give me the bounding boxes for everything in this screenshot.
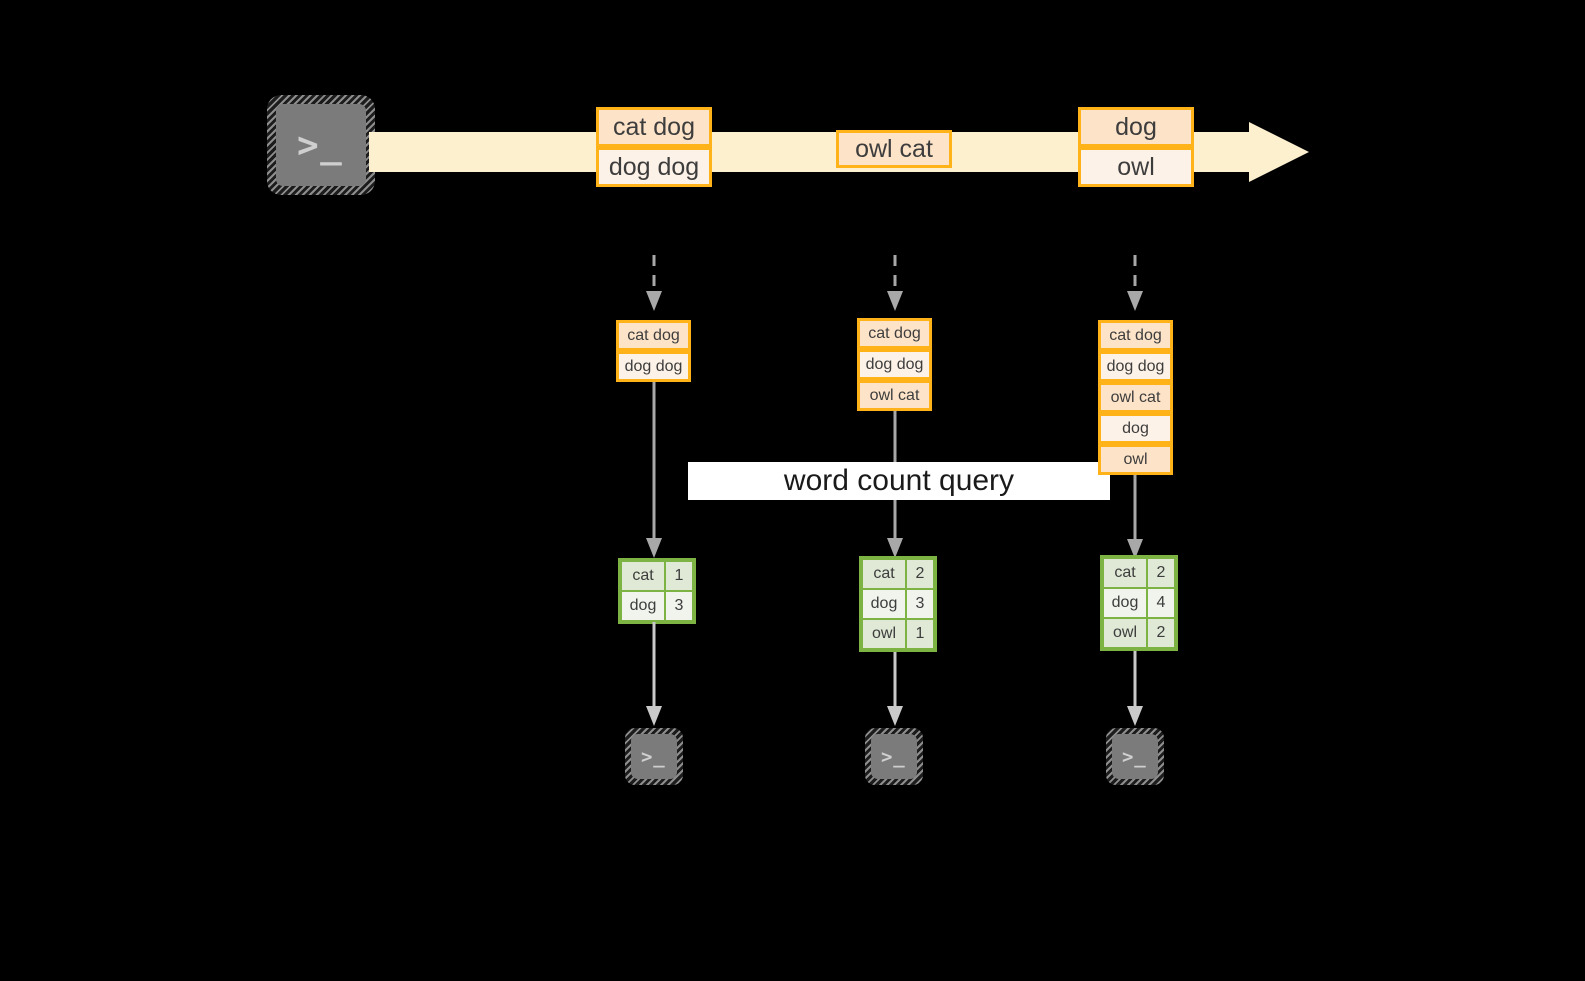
result-count: 1 xyxy=(665,561,693,591)
snapshot-input-row: dog dog xyxy=(857,349,932,380)
terminal-prompt-glyph: >_ xyxy=(297,125,344,166)
result-word: cat xyxy=(621,561,665,591)
snapshot-input-row: dog dog xyxy=(616,351,691,382)
producer-terminal-icon: >_ xyxy=(267,95,375,195)
result-word: owl xyxy=(862,619,906,649)
result-word: cat xyxy=(862,559,906,589)
result-to-consumer-arrow xyxy=(884,652,906,730)
result-count: 2 xyxy=(1147,618,1175,648)
snapshot-input-row: cat dog xyxy=(857,318,932,349)
query-arrow xyxy=(1124,475,1146,563)
result-word: cat xyxy=(1103,558,1147,588)
result-count: 2 xyxy=(1147,558,1175,588)
result-to-consumer-arrow xyxy=(1124,651,1146,730)
terminal-face xyxy=(631,734,677,779)
terminal-face xyxy=(871,734,917,779)
result-count: 4 xyxy=(1147,588,1175,618)
terminal-prompt-glyph: >_ xyxy=(641,746,666,768)
stream-message-line: dog xyxy=(1078,107,1194,147)
stream-message-line: dog dog xyxy=(596,147,712,187)
consumer-terminal-icon: >_ xyxy=(625,728,683,785)
table-row: cat 2 xyxy=(1103,558,1175,588)
snapshot-input-row: cat dog xyxy=(616,320,691,351)
table-row: cat 2 xyxy=(862,559,934,589)
terminal-prompt-glyph: >_ xyxy=(1122,746,1147,768)
stream-message-line: cat dog xyxy=(596,107,712,147)
table-row: owl 2 xyxy=(1103,618,1175,648)
stream-to-snapshot-arrow xyxy=(884,255,906,317)
table-row: dog 3 xyxy=(862,589,934,619)
snapshot-input-row: cat dog xyxy=(1098,320,1173,351)
snapshot-input-row: owl cat xyxy=(1098,382,1173,413)
table-row: cat 1 xyxy=(621,561,693,591)
result-word: owl xyxy=(1103,618,1147,648)
consumer-terminal-icon: >_ xyxy=(1106,728,1164,785)
terminal-face xyxy=(276,104,366,186)
result-word: dog xyxy=(621,591,665,621)
result-table: cat 1 dog 3 xyxy=(618,558,696,624)
snapshot-input-row: owl cat xyxy=(857,380,932,411)
terminal-prompt-glyph: >_ xyxy=(881,746,906,768)
table-row: dog 4 xyxy=(1103,588,1175,618)
table-row: owl 1 xyxy=(862,619,934,649)
result-to-consumer-arrow xyxy=(643,622,665,730)
stream-to-snapshot-arrow xyxy=(1124,255,1146,317)
stream-message-line: owl xyxy=(1078,147,1194,187)
query-banner-label: word count query xyxy=(783,464,1015,497)
result-count: 1 xyxy=(906,619,934,649)
snapshot-input-row: owl xyxy=(1098,444,1173,475)
query-arrow xyxy=(643,382,665,562)
table-row: dog 3 xyxy=(621,591,693,621)
consumer-terminal-icon: >_ xyxy=(865,728,923,785)
snapshot-input-row: dog dog xyxy=(1098,351,1173,382)
result-word: dog xyxy=(1103,588,1147,618)
query-banner: word count query xyxy=(688,462,1110,500)
snapshot-input-row: dog xyxy=(1098,413,1173,444)
result-word: dog xyxy=(862,589,906,619)
result-count: 3 xyxy=(665,591,693,621)
terminal-face xyxy=(1112,734,1158,779)
result-count: 2 xyxy=(906,559,934,589)
stream-message-line: owl cat xyxy=(836,130,952,168)
result-count: 3 xyxy=(906,589,934,619)
result-table: cat 2 dog 4 owl 2 xyxy=(1100,555,1178,651)
result-table: cat 2 dog 3 owl 1 xyxy=(859,556,937,652)
stream-to-snapshot-arrow xyxy=(643,255,665,317)
